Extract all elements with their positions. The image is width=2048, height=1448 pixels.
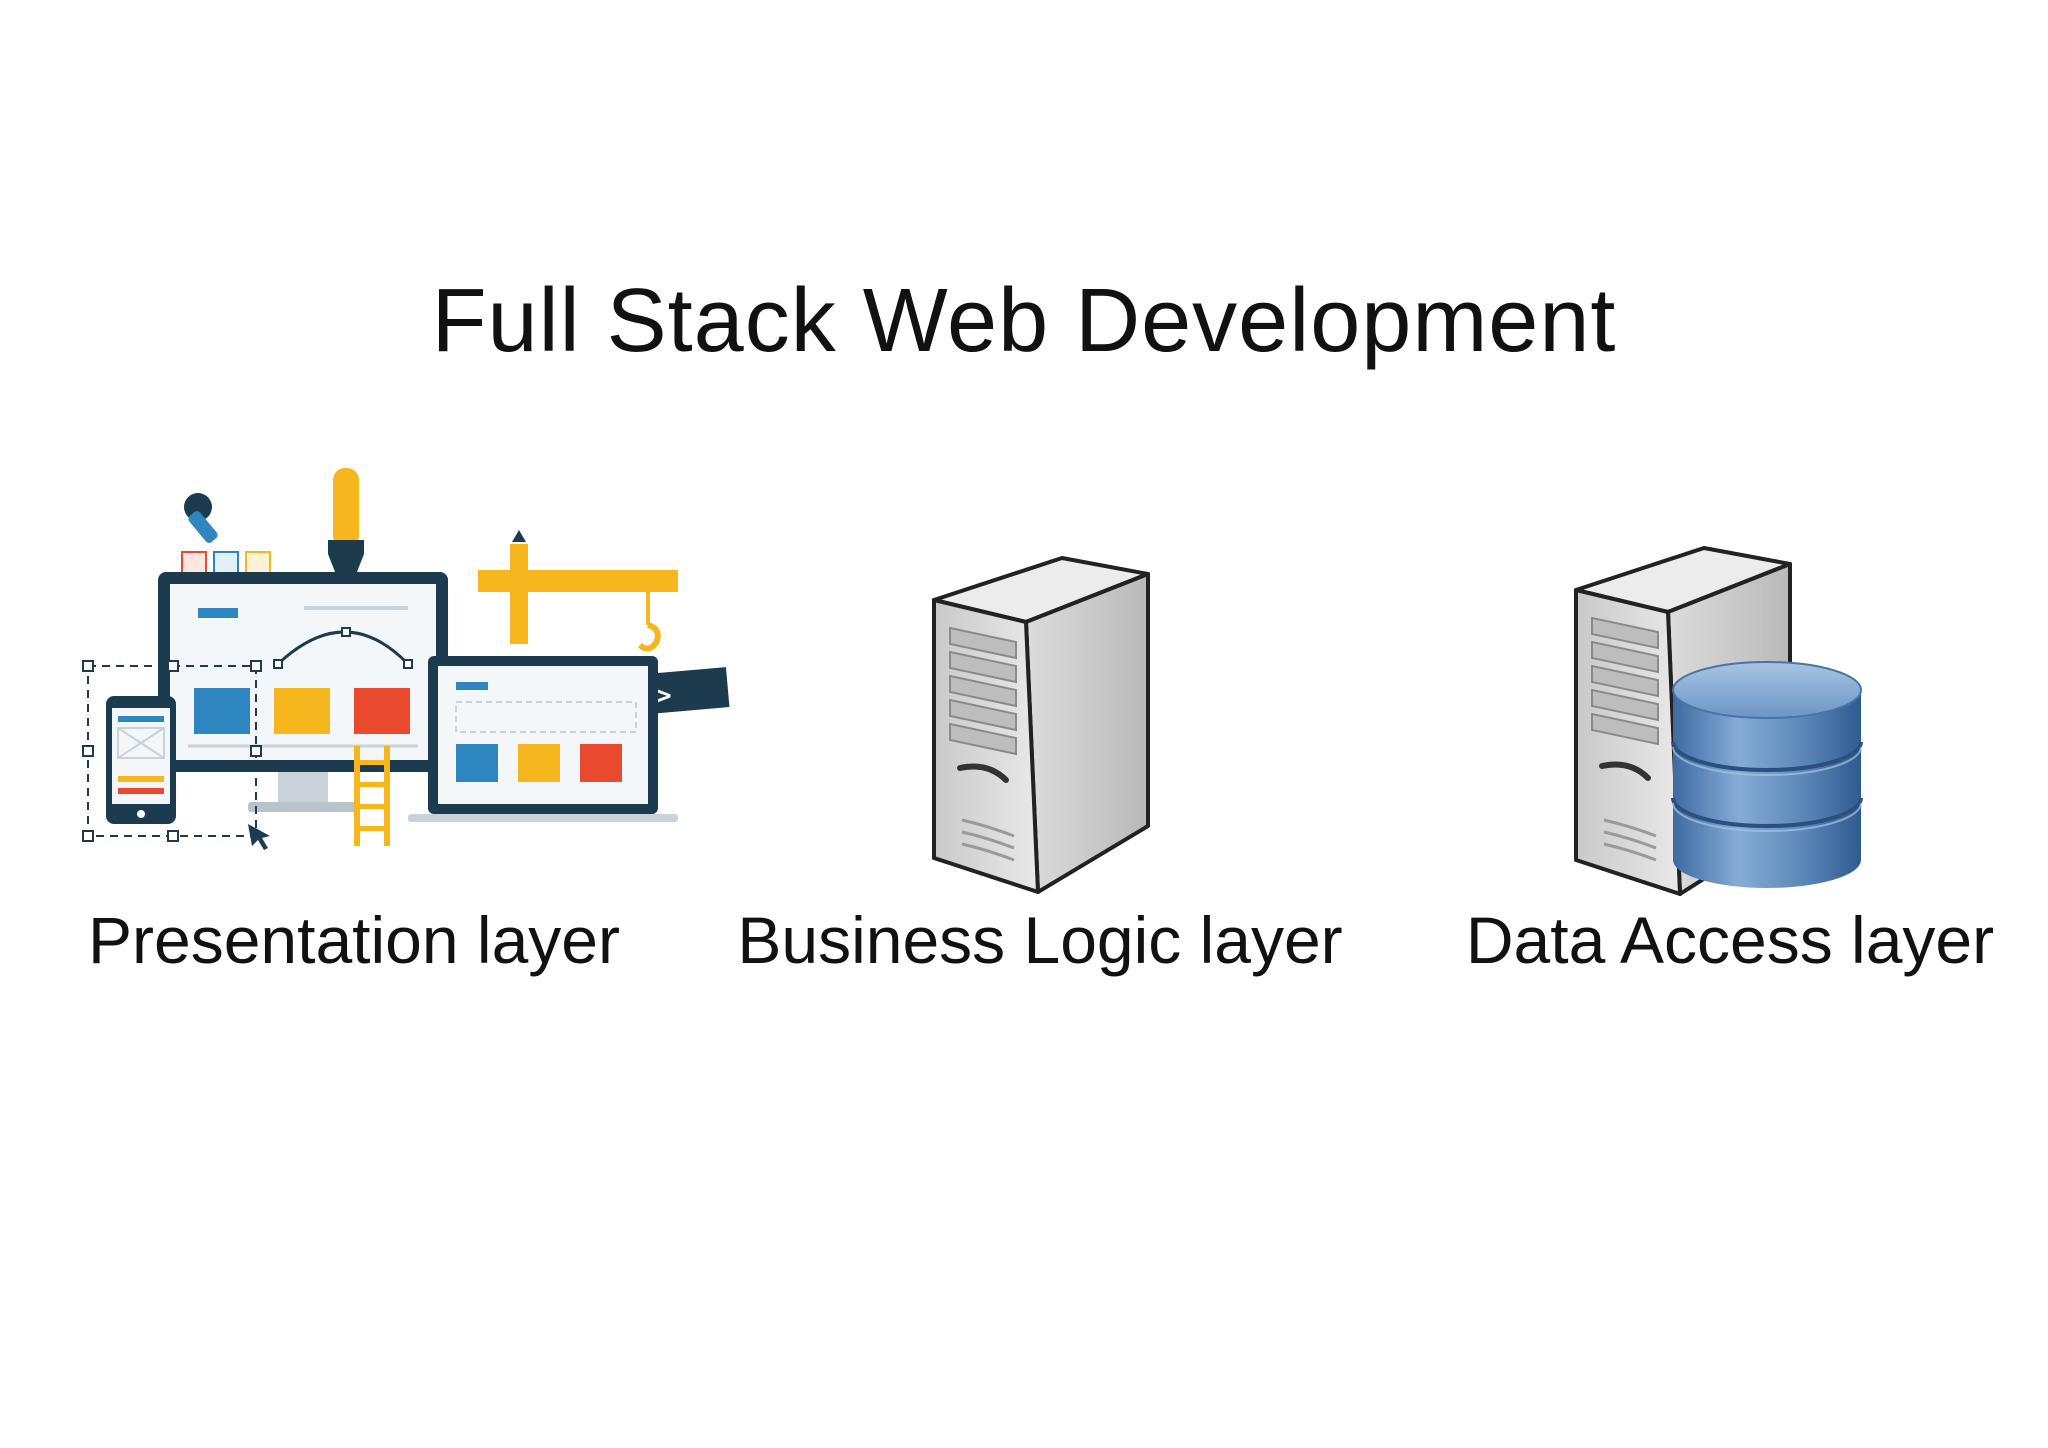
server-icon (932, 556, 1150, 894)
data-access-layer-label: Data Access layer (1465, 903, 1995, 977)
web-design-icon: </> (82, 468, 730, 850)
business-logic-layer-label: Business Logic layer (737, 903, 1343, 977)
slide-title: Full Stack Web Development (431, 271, 1617, 371)
presentation-layer-label: Presentation layer (88, 903, 620, 977)
database-server-icon (1574, 546, 1863, 896)
